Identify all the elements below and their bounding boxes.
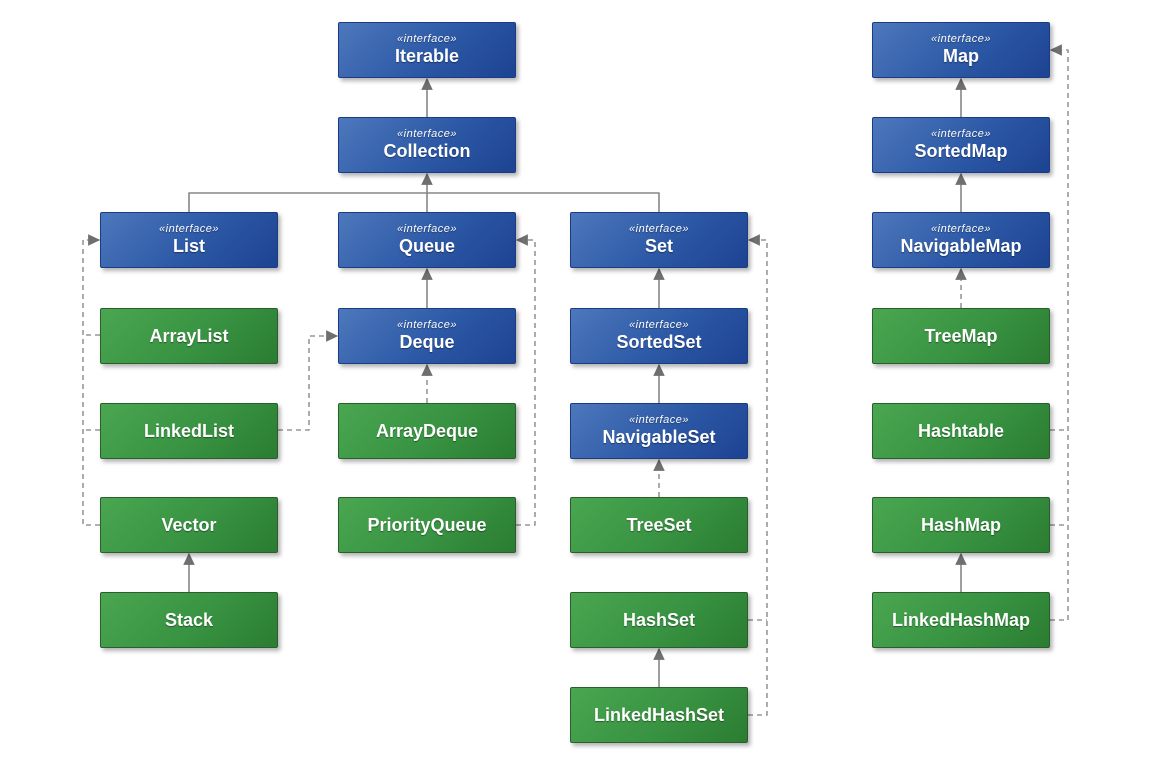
node-deque: «interface»Deque — [338, 308, 516, 364]
class-name: NavigableSet — [602, 427, 716, 448]
node-hashmap: HashMap — [872, 497, 1050, 553]
node-linkedhashset: LinkedHashSet — [570, 687, 748, 743]
node-iterable: «interface»Iterable — [338, 22, 516, 78]
class-name: HashSet — [622, 609, 696, 630]
interface-stereotype: «interface» — [931, 127, 991, 140]
node-stack: Stack — [100, 592, 278, 648]
edge-list-implementors-trunk — [82, 234, 101, 526]
class-name: Vector — [161, 514, 217, 535]
edge-map-implementors-trunk — [1049, 44, 1069, 621]
interface-stereotype: «interface» — [397, 127, 457, 140]
interface-stereotype: «interface» — [629, 413, 689, 426]
node-hashset: HashSet — [570, 592, 748, 648]
edge-priorityqueue-to-queue — [515, 234, 536, 526]
node-treemap: TreeMap — [872, 308, 1050, 364]
node-linkedlist: LinkedList — [100, 403, 278, 459]
node-navigablemap: «interface»NavigableMap — [872, 212, 1050, 268]
edge-linkedlist-to-deque — [278, 330, 339, 431]
class-name: Stack — [164, 609, 214, 630]
class-name: SortedMap — [914, 141, 1008, 162]
class-name: Deque — [399, 332, 455, 353]
node-queue: «interface»Queue — [338, 212, 516, 268]
node-collection: «interface»Collection — [338, 117, 516, 173]
class-name: LinkedHashSet — [593, 704, 725, 725]
interface-stereotype: «interface» — [397, 32, 457, 45]
class-name: TreeMap — [924, 325, 998, 346]
class-name: Hashtable — [917, 420, 1005, 441]
class-name: Map — [943, 46, 979, 67]
node-hashtable: Hashtable — [872, 403, 1050, 459]
interface-stereotype: «interface» — [931, 222, 991, 235]
class-name: Set — [644, 236, 673, 257]
interface-stereotype: «interface» — [629, 318, 689, 331]
class-name: Iterable — [394, 46, 460, 67]
class-name: LinkedHashMap — [891, 609, 1031, 630]
interface-stereotype: «interface» — [159, 222, 219, 235]
class-name: TreeSet — [626, 514, 692, 535]
node-map: «interface»Map — [872, 22, 1050, 78]
class-name: List — [172, 236, 205, 257]
node-priorityqueue: PriorityQueue — [338, 497, 516, 553]
class-name: NavigableMap — [900, 236, 1022, 257]
interface-stereotype: «interface» — [629, 222, 689, 235]
node-arraydeque: ArrayDeque — [338, 403, 516, 459]
node-sortedmap: «interface»SortedMap — [872, 117, 1050, 173]
class-name: SortedSet — [616, 332, 702, 353]
node-set: «interface»Set — [570, 212, 748, 268]
class-name: LinkedList — [143, 420, 234, 441]
edge-set-implementors-trunk — [747, 234, 768, 716]
node-list: «interface»List — [100, 212, 278, 268]
interface-stereotype: «interface» — [397, 318, 457, 331]
node-vector: Vector — [100, 497, 278, 553]
node-treeset: TreeSet — [570, 497, 748, 553]
class-name: PriorityQueue — [367, 514, 487, 535]
node-linkedhashmap: LinkedHashMap — [872, 592, 1050, 648]
class-name: Queue — [398, 236, 455, 257]
edge-subinterface-bus — [188, 192, 660, 212]
class-name: HashMap — [920, 514, 1001, 535]
node-sortedset: «interface»SortedSet — [570, 308, 748, 364]
interface-stereotype: «interface» — [397, 222, 457, 235]
node-navigableset: «interface»NavigableSet — [570, 403, 748, 459]
node-arraylist: ArrayList — [100, 308, 278, 364]
class-name: ArrayDeque — [375, 420, 479, 441]
class-name: ArrayList — [149, 325, 229, 346]
class-name: Collection — [383, 141, 471, 162]
interface-stereotype: «interface» — [931, 32, 991, 45]
